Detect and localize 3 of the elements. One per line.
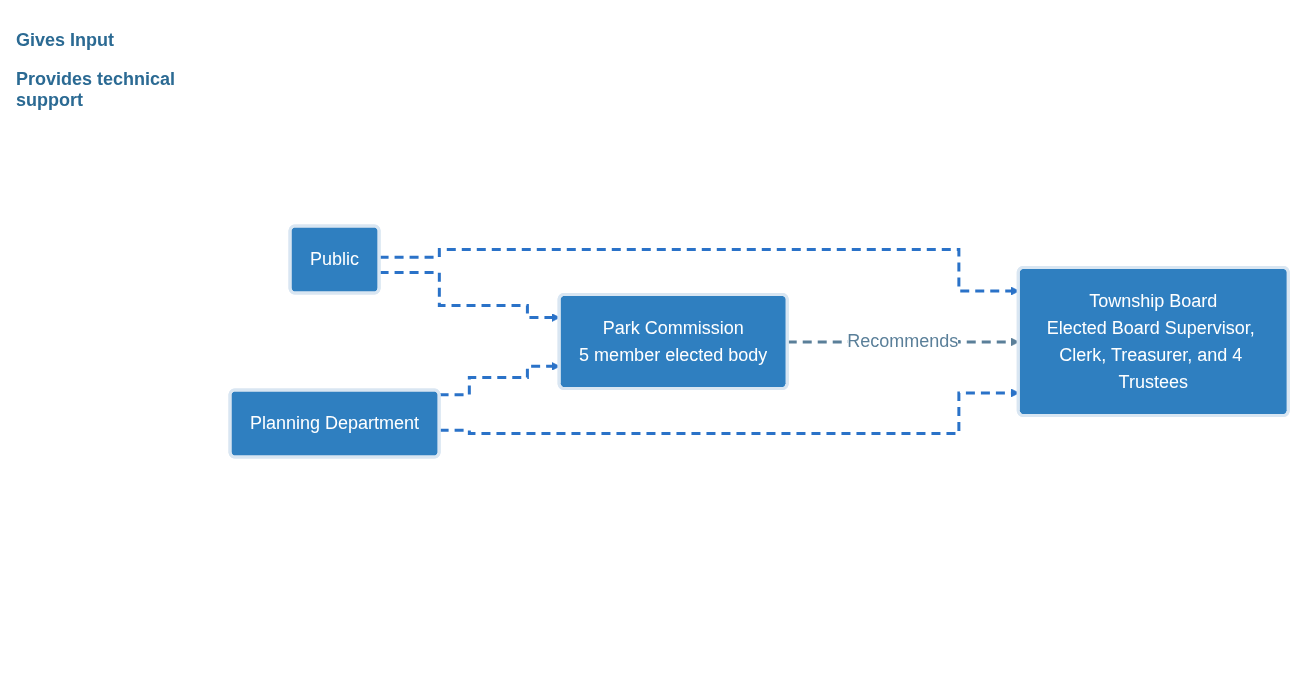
note-text: Provides technical support: [16, 69, 177, 111]
edge-label: Recommends: [847, 330, 959, 351]
note-text: Gives Input: [16, 30, 115, 51]
